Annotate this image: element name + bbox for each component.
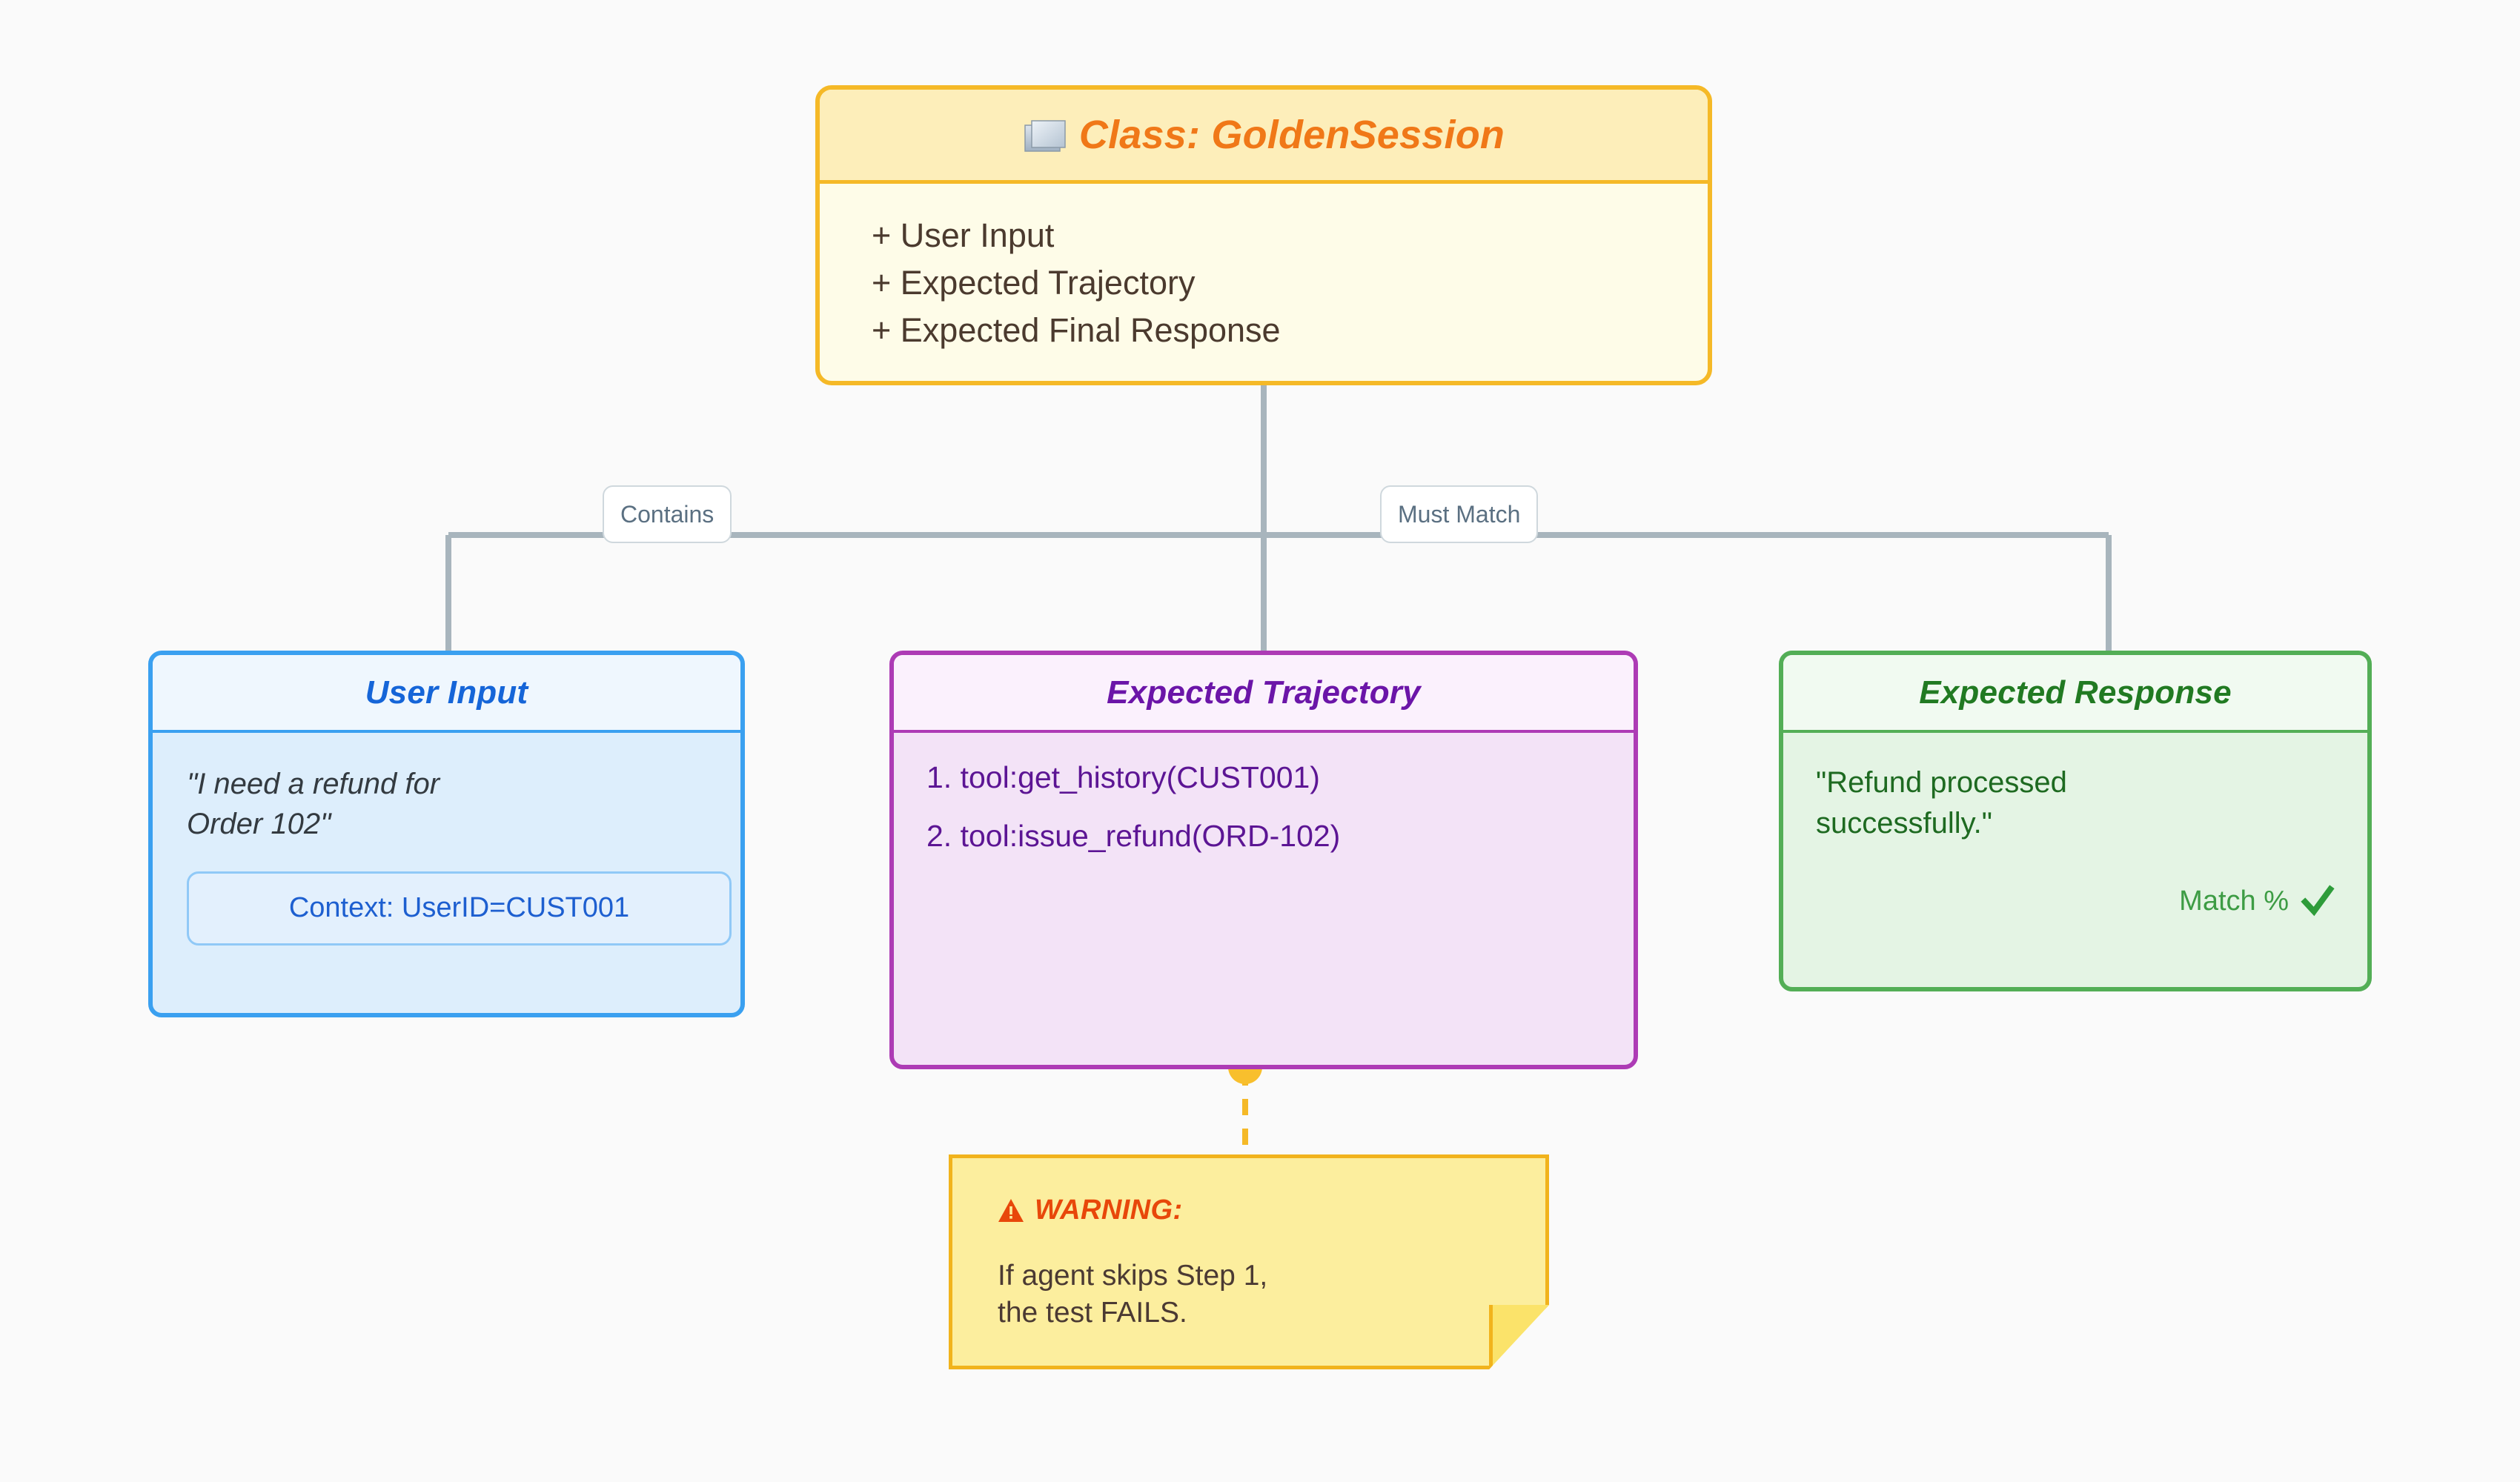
warning-triangle-icon (998, 1198, 1024, 1223)
class-node-title: Class: GoldenSession (1078, 113, 1505, 157)
trajectory-title: Expected Trajectory (1107, 674, 1421, 711)
folder-icon (1023, 117, 1066, 153)
class-attribute: + Expected Final Response (872, 310, 1281, 349)
trajectory-step: 1. tool:get_history(CUST001) (926, 760, 1320, 794)
check-icon (2301, 884, 2335, 918)
class-node-header: Class: GoldenSession (820, 90, 1708, 184)
user-input-header: User Input (153, 655, 740, 733)
class-attribute: + User Input (872, 216, 1055, 254)
node-expected-trajectory[interactable]: Expected Trajectory 1. tool:get_history(… (889, 651, 1638, 1069)
warning-note[interactable]: WARNING: If agent skips Step 1, the test… (949, 1154, 1549, 1369)
match-label: Match % (2179, 885, 2289, 917)
class-node-attributes: + User Input + Expected Trajectory + Exp… (820, 184, 1708, 381)
note-content: WARNING: If agent skips Step 1, the test… (949, 1154, 1549, 1369)
warning-body: If agent skips Step 1, the test FAILS. (998, 1260, 1268, 1329)
match-status: Match % (2179, 884, 2335, 918)
edge-label-must-match: Must Match (1380, 485, 1539, 543)
context-badge: Context: UserID=CUST001 (187, 871, 732, 946)
node-user-input[interactable]: User Input "I need a refund for Order 10… (148, 651, 745, 1017)
node-expected-response[interactable]: Expected Response "Refund processed succ… (1779, 651, 2372, 991)
user-input-quote: "I need a refund for Order 102" (187, 768, 440, 841)
warning-title: WARNING: (1035, 1194, 1183, 1226)
trajectory-step: 2. tool:issue_refund(ORD-102) (926, 819, 1341, 853)
trajectory-header: Expected Trajectory (894, 655, 1634, 733)
user-input-body: "I need a refund for Order 102" Context:… (153, 733, 740, 1013)
trajectory-body: 1. tool:get_history(CUST001) 2. tool:iss… (894, 733, 1634, 1065)
edge-label-contains: Contains (603, 485, 732, 543)
response-header: Expected Response (1783, 655, 2367, 733)
response-quote: "Refund processed successfully." (1816, 766, 2067, 840)
response-body: "Refund processed successfully." Match % (1783, 733, 2367, 987)
class-node-goldensession[interactable]: Class: GoldenSession + User Input + Expe… (815, 85, 1712, 385)
response-title: Expected Response (1919, 674, 2232, 711)
note-shape (949, 1154, 1549, 1369)
user-input-title: User Input (365, 674, 528, 711)
warning-title-row: WARNING: (998, 1194, 1549, 1226)
class-attribute: + Expected Trajectory (872, 263, 1196, 302)
